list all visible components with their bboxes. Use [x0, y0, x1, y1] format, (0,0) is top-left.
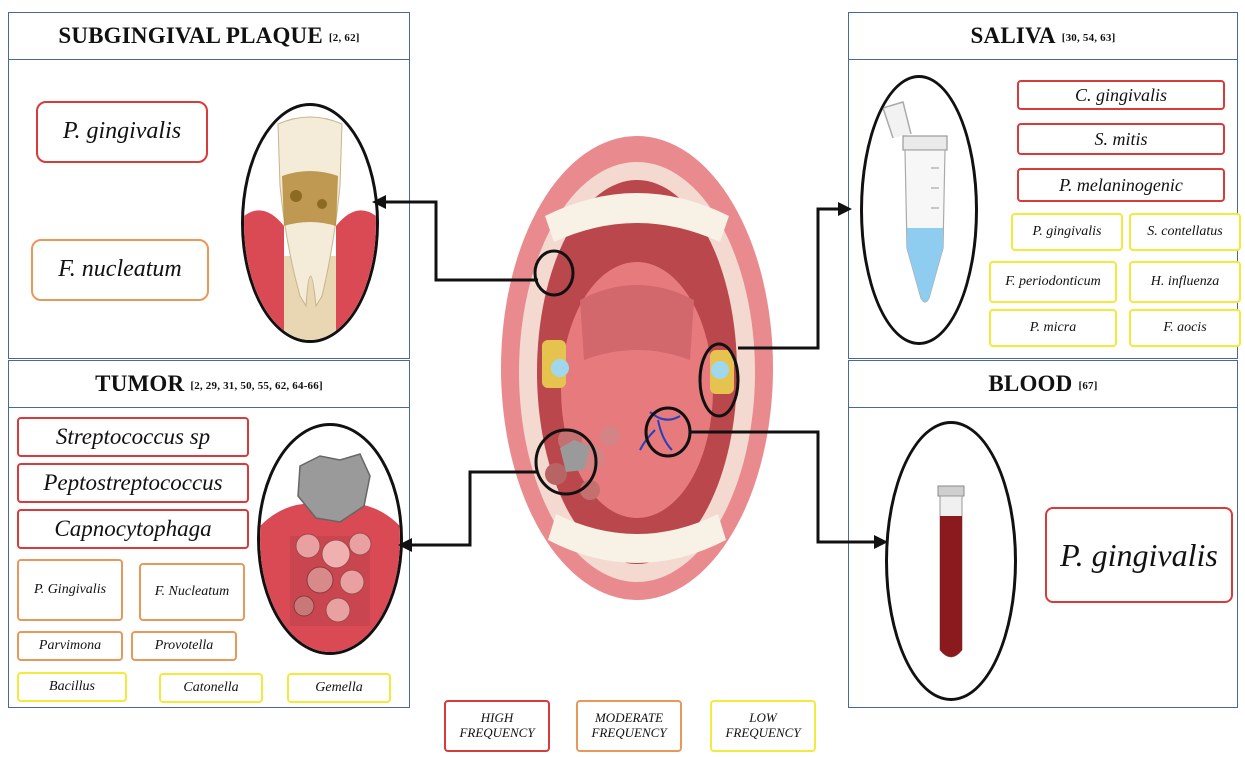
bacteria-low-box: H. influenza: [1129, 261, 1241, 303]
bacteria-low-box: Gemella: [287, 673, 391, 703]
saliva-ref: [30, 54, 63]: [1062, 32, 1116, 44]
saliva-title: SALIVA: [971, 23, 1056, 49]
blood-title: BLOOD: [988, 371, 1072, 397]
subgingival-ref: [2, 62]: [329, 32, 360, 44]
bacteria-low-box: F. aocis: [1129, 309, 1241, 347]
bacteria-low-box: F. periodonticum: [989, 261, 1117, 303]
bacteria-moderate-box: P. Gingivalis: [17, 559, 123, 621]
panel-title: TUMOR [2, 29, 31, 50, 55, 62, 64-66]: [9, 361, 409, 408]
legend-high-frequency: HIGH FREQUENCY: [444, 700, 550, 752]
bacteria-low-box: Bacillus: [17, 672, 127, 702]
saliva-panel: SALIVA [30, 54, 63] C. gingivalis S. mit…: [848, 12, 1238, 359]
legend-moderate-frequency: MODERATE FREQUENCY: [576, 700, 682, 752]
bacteria-moderate-box: F. nucleatum: [31, 239, 209, 301]
subgingival-plaque-panel: SUBGINGIVAL PLAQUE [2, 62] P. gingivalis…: [8, 12, 410, 359]
blood-tube-oval: [885, 421, 1017, 701]
connector-arrows: [372, 195, 888, 552]
bacteria-low-box: P. gingivalis: [1011, 213, 1123, 251]
saliva-tube-icon: [863, 78, 975, 342]
bacteria-high-box: Peptostreptococcus: [17, 463, 249, 503]
bacteria-high-box: P. melaninogenic: [1017, 168, 1225, 202]
panel-title: BLOOD [67]: [849, 361, 1237, 408]
bacteria-high-box: Streptococcus sp: [17, 417, 249, 457]
tumor-tissue-icon: [260, 426, 400, 652]
panel-title: SUBGINGIVAL PLAQUE [2, 62]: [9, 13, 409, 60]
blood-ref: [67]: [1078, 380, 1097, 392]
blood-tube-icon: [888, 424, 1014, 698]
panel-title: SALIVA [30, 54, 63]: [849, 13, 1237, 60]
bacteria-high-box: P. gingivalis: [36, 101, 208, 163]
legend-low-frequency: LOW FREQUENCY: [710, 700, 816, 752]
subgingival-title: SUBGINGIVAL PLAQUE: [58, 23, 323, 49]
highlight-circles: [535, 251, 738, 494]
bacteria-low-box: P. micra: [989, 309, 1117, 347]
tumor-tissue-oval: [257, 423, 403, 655]
tumor-title: TUMOR: [95, 371, 184, 397]
bacteria-moderate-box: Parvimona: [17, 631, 123, 661]
bacteria-low-box: Catonella: [159, 673, 263, 703]
tumor-ref: [2, 29, 31, 50, 55, 62, 64-66]: [190, 380, 323, 392]
bacteria-high-box: Capnocytophaga: [17, 509, 249, 549]
bacteria-high-box: S. mitis: [1017, 123, 1225, 155]
blood-panel: BLOOD [67] P. gingivalis: [848, 360, 1238, 708]
bacteria-high-box: P. gingivalis: [1045, 507, 1233, 603]
saliva-tube-oval: [860, 75, 978, 345]
tooth-plaque-icon: [244, 106, 376, 340]
bacteria-high-box: C. gingivalis: [1017, 80, 1225, 110]
tumor-panel: TUMOR [2, 29, 31, 50, 55, 62, 64-66] Str…: [8, 360, 410, 708]
bacteria-low-box: S. contellatus: [1129, 213, 1241, 251]
open-mouth-illustration: [501, 136, 773, 600]
bacteria-moderate-box: F. Nucleatum: [139, 563, 245, 621]
bacteria-moderate-box: Provotella: [131, 631, 237, 661]
tooth-plaque-oval: [241, 103, 379, 343]
